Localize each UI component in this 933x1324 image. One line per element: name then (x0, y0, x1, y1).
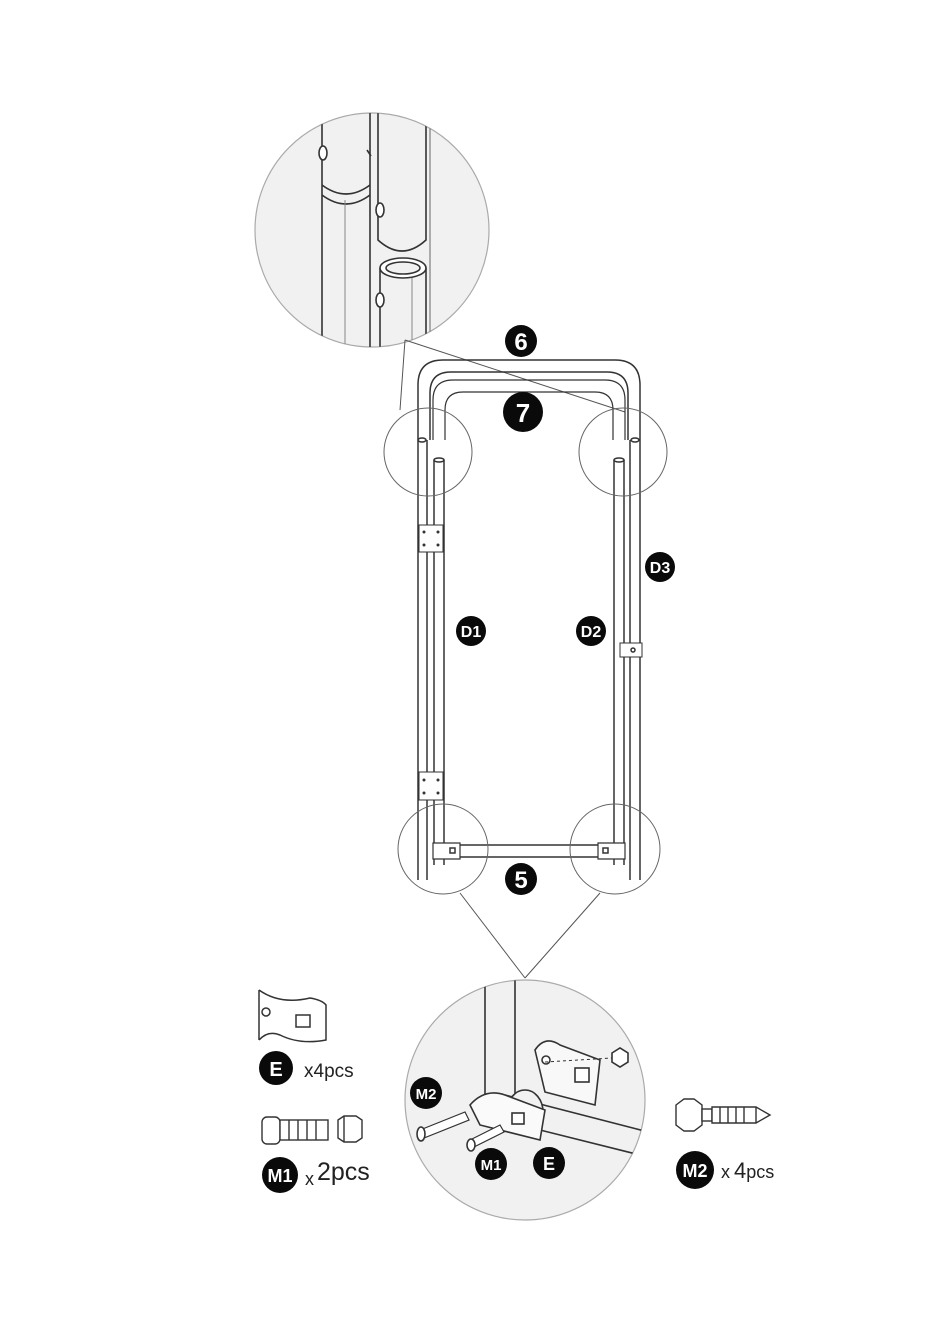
svg-text:7: 7 (516, 398, 530, 428)
svg-text:D2: D2 (581, 624, 602, 641)
bracket-e-icon (259, 990, 326, 1042)
svg-text:M2: M2 (416, 1086, 437, 1103)
hardware-e: E x4pcs (259, 990, 354, 1085)
bolt-nut-icon (262, 1116, 362, 1144)
badge-detail-m2: M2 (410, 1077, 442, 1109)
hardware-m2-label: M2 (682, 1161, 707, 1181)
badge-d2: D2 (576, 616, 606, 646)
frame-holes (423, 531, 440, 795)
svg-text:5: 5 (514, 867, 527, 894)
top-detail-magnifier (255, 100, 489, 360)
svg-text:D3: D3 (650, 560, 671, 577)
bottom-detail-magnifier (405, 980, 660, 1220)
hardware-m1: M1 x 2pcs (262, 1116, 370, 1193)
svg-text:6: 6 (514, 329, 527, 356)
badge-part-5: 5 (505, 863, 537, 895)
svg-text:E: E (543, 1154, 555, 1174)
badge-part-7: 7 (503, 392, 543, 432)
badge-part-6: 6 (505, 325, 537, 357)
badge-detail-e: E (533, 1147, 565, 1179)
hardware-m1-qty: 2pcs (317, 1158, 370, 1186)
badge-d3: D3 (645, 552, 675, 582)
hardware-m1-prefix: x (305, 1169, 314, 1189)
main-frame (418, 360, 642, 880)
hardware-e-label: E (269, 1059, 282, 1081)
svg-text:M1: M1 (481, 1157, 502, 1174)
svg-text:D1: D1 (461, 624, 482, 641)
hardware-e-qty: x4pcs (304, 1061, 354, 1082)
badge-detail-m1: M1 (475, 1148, 507, 1180)
badge-d1: D1 (456, 616, 486, 646)
hardware-m1-label: M1 (267, 1166, 292, 1186)
screw-icon (676, 1099, 770, 1131)
